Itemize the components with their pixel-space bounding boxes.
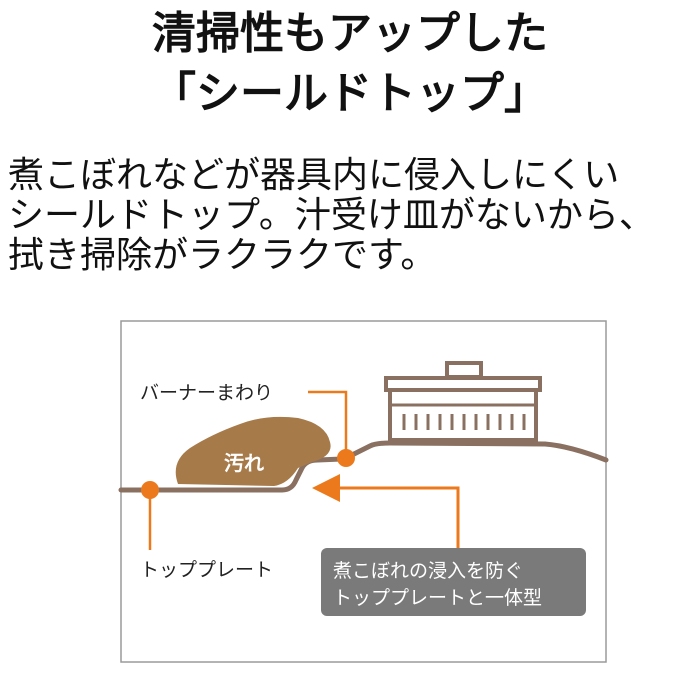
burner-cap-icon bbox=[384, 361, 542, 442]
intrusion-arrow-head bbox=[312, 474, 340, 502]
description-line-2: シールドトップ。汁受け皿がないから、 bbox=[8, 195, 655, 236]
top-plate-point-marker bbox=[141, 481, 159, 499]
burner-leader-line bbox=[308, 390, 348, 458]
headline-line-1: 清掃性もアップした bbox=[152, 8, 548, 59]
description-line-3: 拭き掃除がラクラクです。 bbox=[8, 235, 437, 276]
intrusion-arrow-line bbox=[336, 486, 460, 548]
burner-area-label: バーナーまわり bbox=[140, 382, 273, 404]
stain-blob bbox=[175, 416, 331, 486]
headline-line-2: 「シールドトップ」 bbox=[152, 68, 548, 119]
burner-point-marker bbox=[337, 449, 355, 467]
callout-box bbox=[321, 548, 586, 616]
top-plate-label: トッププレート bbox=[140, 559, 273, 581]
callout-line-1: 煮こぼれの浸入を防ぐ bbox=[333, 560, 523, 582]
description-line-1: 煮こぼれなどが器具内に侵入しにくい bbox=[8, 155, 620, 196]
stain-label: 汚れ bbox=[224, 451, 264, 475]
callout-line-2: トッププレートと一体型 bbox=[333, 587, 542, 609]
